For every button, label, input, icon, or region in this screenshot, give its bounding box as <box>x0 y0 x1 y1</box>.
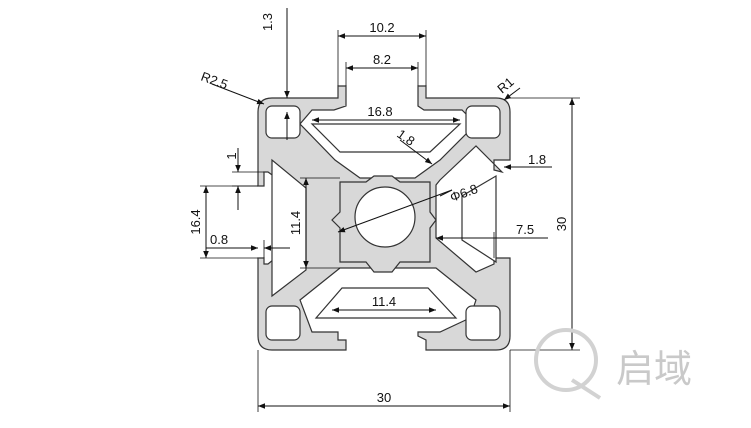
dim-inner-16-8: 16.8 <box>367 104 392 119</box>
cavity-right <box>461 174 497 264</box>
dim-overall-height: 30 <box>554 217 569 231</box>
dim-core-horizontal: 11.4 <box>372 294 396 309</box>
corner-pocket-top-left <box>265 105 301 139</box>
dim-lip-1-8: 1.8 <box>528 152 546 167</box>
corner-pocket-top-right <box>465 105 501 139</box>
cavity-top <box>310 123 462 153</box>
dim-side-16-4: 16.4 <box>188 209 203 234</box>
dim-offset-7-5: 7.5 <box>516 222 534 237</box>
profile-cross-section <box>257 85 511 351</box>
logo-ring-icon <box>534 328 598 392</box>
watermark-logo: 启域 <box>534 328 692 400</box>
logo-text: 启域 <box>616 347 692 391</box>
dim-overall-width: 30 <box>377 390 391 405</box>
corner-pocket-bottom-right <box>465 305 501 341</box>
dim-wall-1-3: 1.3 <box>260 13 275 31</box>
dimension-labels: 10.2 8.2 1.3 R2.5 R1 16.8 1.8 1.8 1 Φ6.8… <box>188 13 569 405</box>
corner-pocket-bottom-left <box>265 305 301 341</box>
center-bore <box>354 186 416 248</box>
dim-core-vertical: 11.4 <box>288 211 303 235</box>
dim-lip-1: 1 <box>224 152 239 159</box>
dim-side-0-8: 0.8 <box>210 232 228 247</box>
dim-radius-outer: R2.5 <box>199 69 230 92</box>
logo-tail-icon <box>570 378 602 400</box>
dim-top-slot-outer: 10.2 <box>369 20 394 35</box>
cavity-left <box>271 158 307 298</box>
dim-top-slot-inner: 8.2 <box>373 52 391 67</box>
dimension-lines <box>200 8 580 412</box>
